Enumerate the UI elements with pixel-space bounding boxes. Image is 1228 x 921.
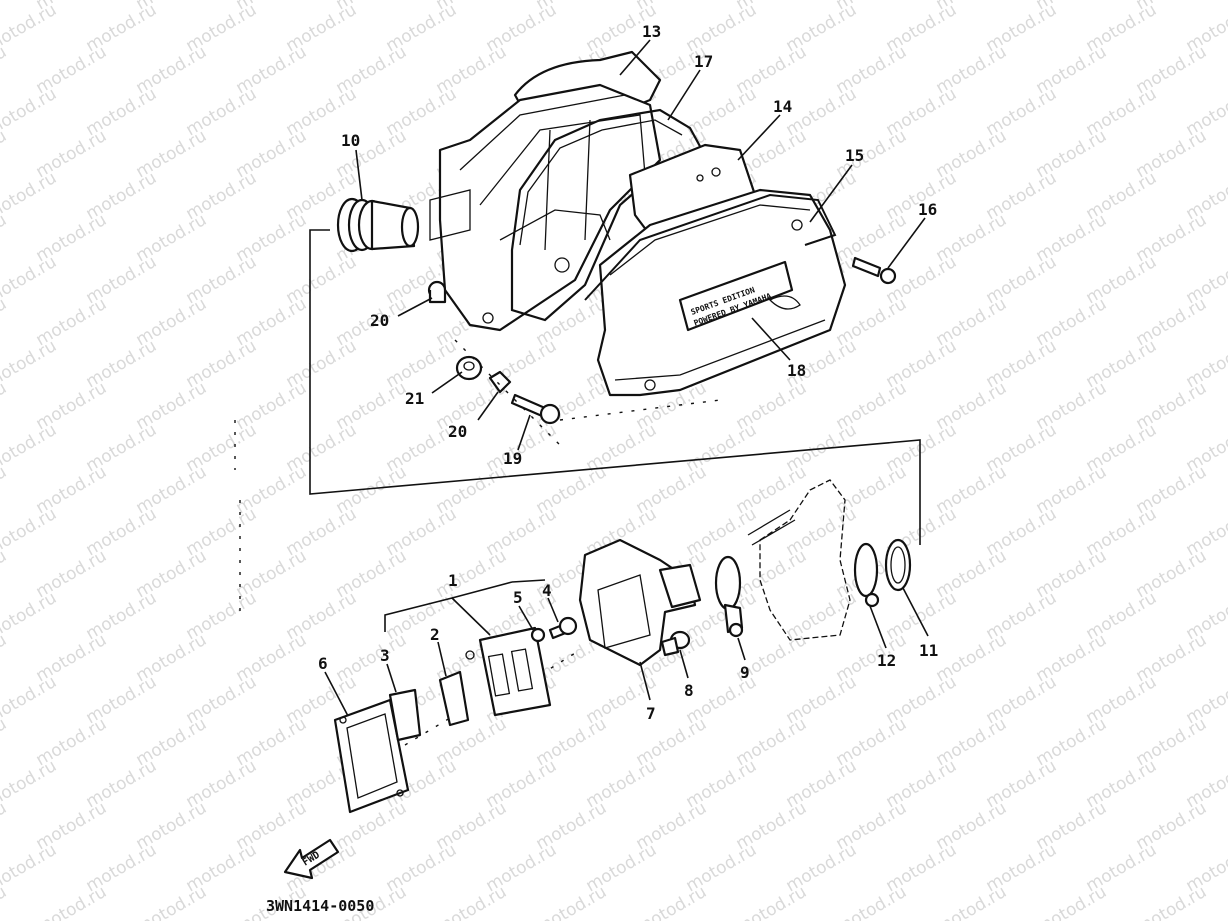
watermark-text: motod.ru [833, 882, 911, 921]
callout-9: 9 [740, 663, 750, 682]
hose-clamp-11[interactable] [884, 538, 912, 592]
collar-20[interactable] [488, 370, 512, 394]
callout-16: 16 [918, 200, 937, 219]
watermark-text: motod.ru [0, 126, 10, 182]
callout-4: 4 [542, 581, 552, 600]
watermark-text: motod.ru [933, 882, 1011, 921]
watermark-text: motod.ru [0, 252, 60, 308]
watermark-text: motod.ru [0, 42, 10, 98]
leader-lines [324, 39, 929, 717]
watermark-text: motod.ru [0, 630, 10, 686]
callout-5: 5 [513, 588, 523, 607]
callout-21: 21 [405, 389, 424, 408]
callout-13: 13 [642, 22, 661, 41]
callout-15: 15 [845, 146, 864, 165]
diagram-code: 3WN1414-0050 [266, 897, 374, 915]
callout-12: 12 [877, 651, 896, 670]
air-filter-case[interactable] [429, 50, 662, 332]
watermark-text: motod.ru [0, 756, 60, 812]
callout-20a: 20 [370, 311, 389, 330]
watermark-text: motod.ru [0, 798, 10, 854]
watermark-text: motod.ru [1033, 882, 1111, 921]
watermark-text: motod.ru [433, 882, 511, 921]
callout-1: 1 [448, 571, 458, 590]
reed-valve-gasket[interactable] [333, 698, 410, 814]
callout-6: 6 [318, 654, 328, 673]
bolt-19[interactable] [510, 393, 561, 425]
callout-3: 3 [380, 646, 390, 665]
callout-10: 10 [341, 131, 360, 150]
callout-19: 19 [503, 449, 522, 468]
watermark-text: motod.ru [0, 714, 10, 770]
watermark-text: motod.ru [0, 462, 10, 518]
callout-8: 8 [684, 681, 694, 700]
callout-14: 14 [773, 97, 792, 116]
watermark-text: motod.ru [0, 588, 60, 644]
watermark-text: motod.ru [0, 546, 10, 602]
bolt-8[interactable] [660, 630, 691, 657]
fwd-arrow-icon: FWD [283, 838, 340, 880]
watermark-text: motod.ru [0, 504, 60, 560]
carburetor-outline [747, 479, 851, 641]
watermark-text: motod.ru [0, 294, 10, 350]
callout-11: 11 [919, 641, 938, 660]
watermark-text: motod.ru [733, 882, 811, 921]
grommet[interactable] [427, 280, 447, 304]
cover-screw[interactable] [851, 256, 897, 285]
watermark-text: motod.ru [0, 882, 10, 921]
watermark-text: motod.ru [133, 882, 211, 921]
watermark-text: motod.ru [0, 378, 10, 434]
watermark-text: motod.ru [33, 882, 111, 921]
hose-clamp-12[interactable] [853, 542, 880, 608]
screw-4[interactable] [548, 616, 578, 640]
watermark-text: motod.ru [0, 420, 60, 476]
valve-stopper[interactable] [388, 688, 422, 742]
washer-5[interactable] [530, 627, 546, 643]
watermark-text: motod.ru [0, 0, 60, 56]
reed-valve-assembly[interactable] [465, 626, 552, 717]
watermark-text: motod.ru [1133, 882, 1211, 921]
watermark-text: motod.ru [0, 672, 60, 728]
air-filter-cover[interactable]: SPORTS EDITION POWERED BY YAMAHA [596, 143, 847, 397]
hose-clamp-9[interactable] [714, 555, 744, 638]
intake-joint[interactable] [336, 197, 420, 253]
watermark-text: motod.ru [0, 0, 10, 14]
watermark-text: motod.ru [633, 882, 711, 921]
watermark-text: motod.ru [0, 840, 60, 896]
callout-2: 2 [430, 625, 440, 644]
watermark-text: motod.ru [0, 336, 60, 392]
damper-21[interactable] [455, 355, 483, 381]
watermark-text: motod.ru [0, 168, 60, 224]
reed-valve-plate[interactable] [438, 670, 470, 727]
callout-20b: 20 [448, 422, 467, 441]
callout-17: 17 [694, 52, 713, 71]
intake-manifold[interactable] [578, 538, 702, 667]
callout-7: 7 [646, 704, 656, 723]
cover-gasket[interactable] [584, 193, 837, 301]
callout-18: 18 [787, 361, 806, 380]
watermark-text: motod.ru [0, 210, 10, 266]
watermark-text: motod.ru [0, 84, 60, 140]
watermark-text: motod.ru [533, 882, 611, 921]
